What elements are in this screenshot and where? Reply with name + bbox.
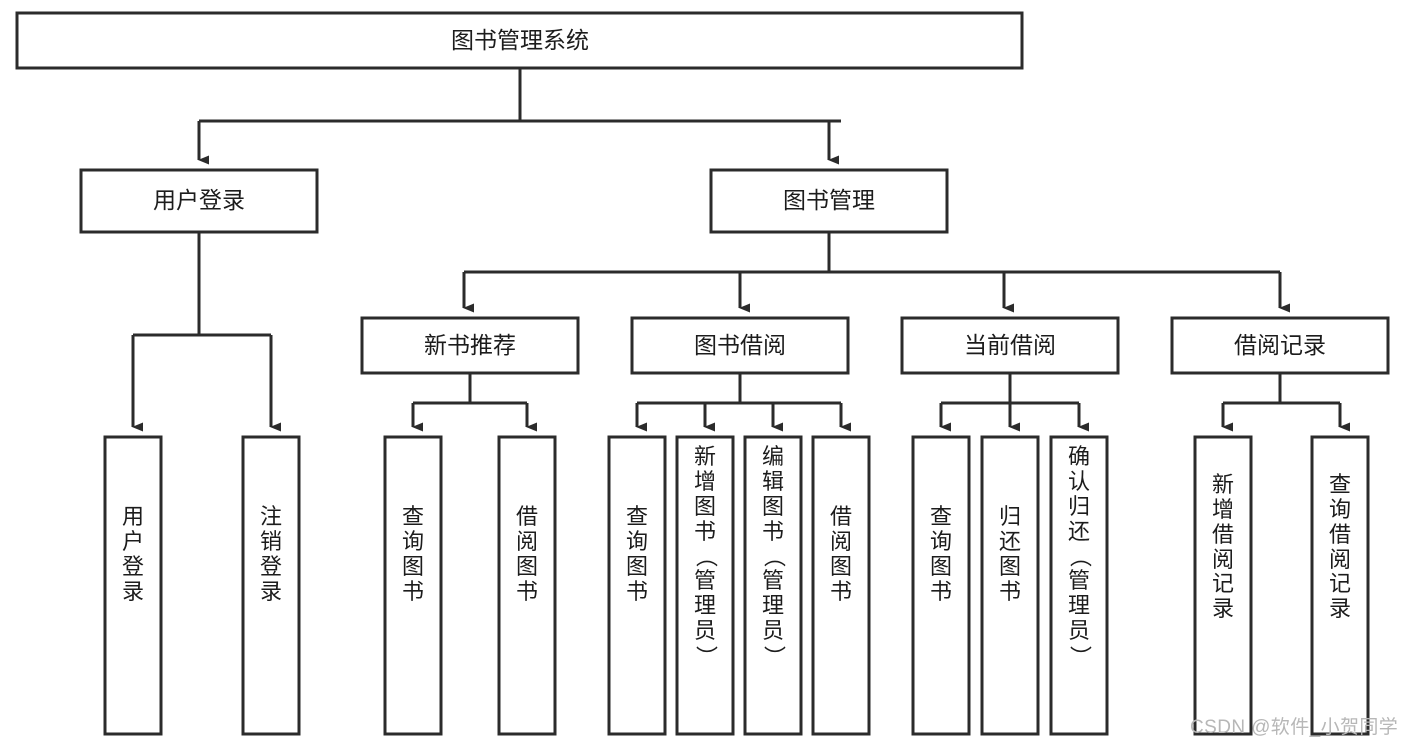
node-label-current-borrow: 当前借阅	[964, 332, 1056, 358]
leaf-box-query-book-borrow[interactable]	[607, 435, 667, 736]
node-label-root: 图书管理系统	[451, 27, 589, 53]
node-label-borrow-record: 借阅记录	[1234, 332, 1326, 358]
leaf-box-add-book-admin[interactable]	[675, 435, 735, 736]
leaf-box-add-borrow-record[interactable]	[1193, 435, 1253, 736]
node-user-login[interactable]: 用户登录	[79, 168, 319, 234]
leaf-box-borrow-book[interactable]	[811, 435, 871, 736]
leaf-box-query-book-current[interactable]	[911, 435, 971, 736]
node-book-management[interactable]: 图书管理	[709, 168, 949, 234]
connectors-borrowrecord-to-leaves	[1221, 373, 1350, 432]
watermark-text: CSDN @软件_小贺同学	[1190, 717, 1399, 738]
connectors-bookmgmt-to-level3	[462, 232, 1290, 313]
node-book-borrow[interactable]: 图书借阅	[630, 316, 850, 375]
connectors-bookborrow-to-leaves	[635, 373, 851, 432]
node-label-book-management: 图书管理	[783, 187, 875, 213]
node-root-system[interactable]: 图书管理系统	[15, 11, 1024, 70]
node-label-book-borrow: 图书借阅	[694, 332, 786, 358]
leaf-box-confirm-return-admin[interactable]	[1049, 435, 1109, 736]
node-new-book-recommend[interactable]: 新书推荐	[360, 316, 580, 375]
node-borrow-record[interactable]: 借阅记录	[1170, 316, 1390, 375]
node-current-borrow[interactable]: 当前借阅	[900, 316, 1120, 375]
leaf-box-query-borrow-record[interactable]	[1310, 435, 1370, 736]
leaf-box-borrow-book-rec[interactable]	[497, 435, 557, 736]
connectors-currentborrow-to-leaves	[939, 373, 1089, 432]
connectors-newbook-to-leaves	[411, 373, 537, 432]
leaf-boxes	[103, 435, 1370, 736]
leaf-box-query-book-rec[interactable]	[383, 435, 443, 736]
leaf-box-return-book[interactable]	[980, 435, 1040, 736]
node-label-new-book-recommend: 新书推荐	[424, 332, 516, 358]
leaf-box-user-login[interactable]	[103, 435, 163, 736]
node-label-user-login: 用户登录	[153, 187, 245, 213]
connectors-root-to-level2	[197, 68, 841, 165]
leaf-box-logout-login[interactable]	[241, 435, 301, 736]
connectors-userlogin-to-leaves	[131, 232, 281, 432]
leaf-box-edit-book-admin[interactable]	[743, 435, 803, 736]
